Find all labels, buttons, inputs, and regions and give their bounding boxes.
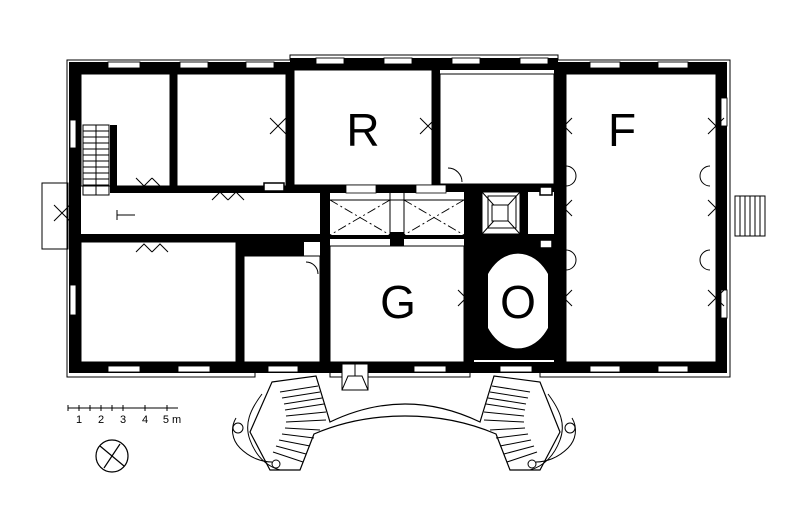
scale-tick-2: 2 (98, 414, 104, 426)
scale-tick-4: 4 (142, 414, 148, 426)
room-label-r: R (346, 104, 379, 156)
scale-tick-5: 5 m (163, 414, 181, 426)
scale-bar: 1 2 3 4 5 m (67, 405, 181, 426)
entrance-staircase (232, 375, 576, 471)
scale-tick-3: 3 (120, 414, 126, 426)
doors (53, 117, 725, 391)
west-staircase (82, 124, 135, 220)
room-label-g: G (380, 276, 416, 328)
interior-walls (81, 62, 566, 364)
room-outlines (80, 69, 717, 363)
scale-tick-1: 1 (76, 414, 82, 426)
room-label-f: F (608, 104, 636, 156)
stair-hall-lines (329, 184, 465, 236)
service-staircase (245, 182, 287, 257)
windows (69, 57, 728, 373)
room-label-o: O (500, 276, 536, 328)
compass-circle-icon (95, 439, 129, 473)
small-staircase (481, 186, 553, 249)
